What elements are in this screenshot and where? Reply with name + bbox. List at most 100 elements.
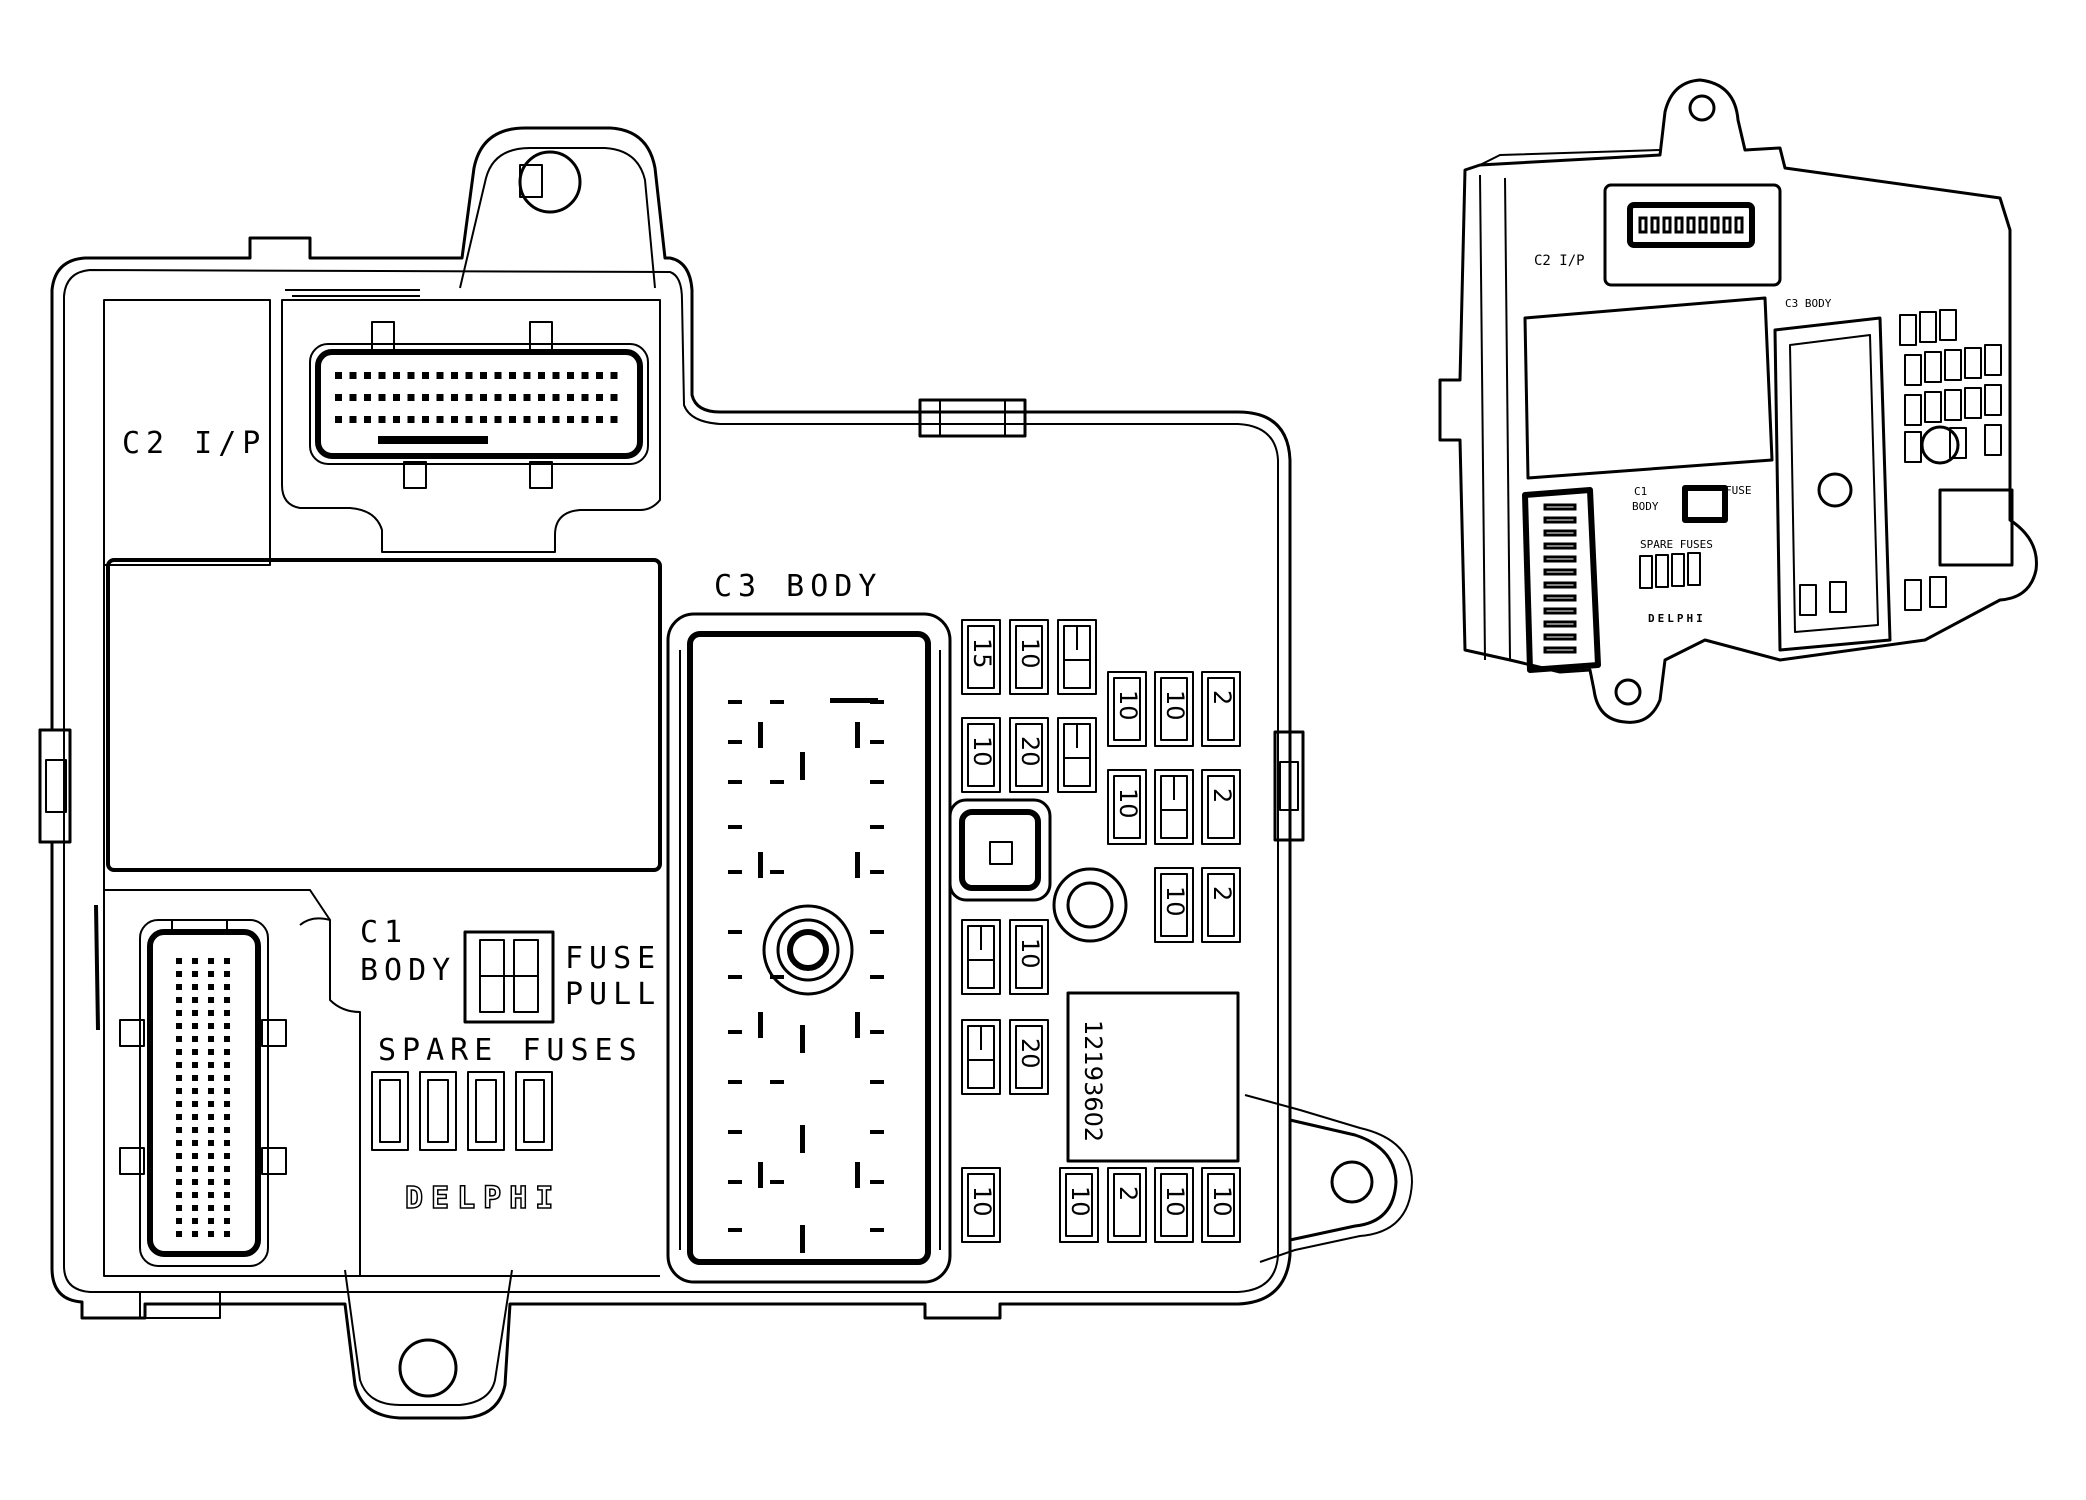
fuse: 10 [1059, 1167, 1099, 1243]
iso-c2-pin [1674, 216, 1684, 234]
c3-blade [800, 1125, 805, 1153]
c1-pin [224, 1205, 230, 1211]
c2-label: C2 I/P [122, 426, 266, 461]
iso-mounting-hole-top [1688, 94, 1716, 122]
c3-terminal [770, 870, 784, 874]
c1-pin [224, 1140, 230, 1146]
c3-terminal [870, 1080, 884, 1084]
c3-blade [800, 1225, 805, 1253]
c1-pin [224, 1049, 230, 1055]
iso-fuse [1904, 431, 1922, 463]
c1-pin [192, 1140, 198, 1146]
iso-spare-fuses [1639, 552, 1701, 589]
c1-pin [192, 1114, 198, 1120]
iso-c1-pin [1543, 620, 1577, 628]
c1-pin [208, 958, 214, 964]
fuse: 2 [1201, 671, 1241, 747]
c2-pin [610, 416, 618, 423]
c2-pin [364, 394, 371, 401]
iso-c2-pin [1710, 216, 1720, 234]
fuse-rating: 20 [1016, 1038, 1044, 1069]
c3-terminal [728, 930, 742, 934]
c1-pin [176, 1101, 182, 1107]
fuse: 10 [961, 1167, 1001, 1243]
c3-terminal [728, 870, 742, 874]
c2-pin [364, 416, 371, 423]
c3-blade [800, 752, 805, 780]
c2-pin [552, 394, 560, 401]
fuse-pull-line1: FUSE [565, 941, 661, 976]
iso-c1-connector [1522, 487, 1601, 673]
c3-blade [800, 1025, 805, 1053]
c2-pin [436, 416, 444, 423]
c1-pin [224, 1192, 230, 1198]
iso-fuse [1919, 311, 1937, 343]
c2-pin [480, 394, 487, 401]
c2-pin [378, 372, 386, 379]
iso-fuse [1899, 314, 1917, 346]
c1-pin [224, 1075, 230, 1081]
iso-fuse [1984, 424, 2002, 456]
c2-pin [378, 416, 386, 423]
relay-icon [948, 798, 1052, 902]
c2-latch [378, 436, 488, 444]
c2-pin [349, 416, 357, 423]
fuse: 10 [1201, 1167, 1241, 1243]
spare-fuse-slots [371, 1071, 553, 1151]
c1-pin [208, 1179, 214, 1185]
iso-fuse [1939, 309, 1957, 341]
c2-pin [349, 372, 357, 379]
c3-terminal [870, 1030, 884, 1034]
c1-pin [176, 971, 182, 977]
c1-pin [208, 1114, 214, 1120]
c2-pin [349, 394, 357, 401]
fuse-rating: 10 [1114, 690, 1142, 721]
c1-pin [192, 997, 198, 1003]
c1-pin [224, 1127, 230, 1133]
c3-blade [758, 722, 763, 748]
c2-pin [581, 416, 589, 423]
c3-terminal [870, 1180, 884, 1184]
c2-pin [422, 372, 429, 379]
connector-c1-icon [94, 904, 287, 1267]
iso-c1-label-line1: C1 [1634, 485, 1647, 498]
c2-pin [480, 372, 487, 379]
iso-c2-label: C2 I/P [1534, 253, 1585, 269]
c1-pin [176, 1179, 182, 1185]
fuse: 10 [1009, 619, 1049, 695]
fuse-rating: 15 [968, 638, 996, 669]
c2-pin [596, 372, 603, 379]
c1-pin [208, 1088, 214, 1094]
c1-pin [224, 984, 230, 990]
c1-pin [176, 958, 182, 964]
c1-pin [224, 1166, 230, 1172]
c1-pin [192, 1179, 198, 1185]
fuse: 2 [1201, 867, 1241, 943]
module-box [1066, 991, 1240, 1163]
iso-c1-pin [1543, 555, 1577, 563]
c2-pin-grid [335, 372, 618, 444]
c1-pin [208, 1218, 214, 1224]
iso-fuse [1829, 581, 1847, 613]
right-clip [1273, 730, 1305, 842]
c1-pin [176, 1114, 182, 1120]
c1-pin [208, 1205, 214, 1211]
c1-pin [176, 1036, 182, 1042]
fuse [1057, 717, 1097, 793]
c3-blade [855, 722, 860, 748]
c2-pin [581, 372, 589, 379]
connector-c2-icon [309, 321, 649, 489]
c2-pin [407, 394, 415, 401]
c1-pin [192, 1231, 198, 1237]
c3-blade [758, 852, 763, 878]
c1-pin [208, 1140, 214, 1146]
c1-pin [176, 1049, 182, 1055]
c2-pin [407, 416, 415, 423]
c2-pin [393, 394, 400, 401]
c1-pin [176, 1075, 182, 1081]
c1-pin [176, 1166, 182, 1172]
c1-pin [208, 1010, 214, 1016]
c1-pin [224, 958, 230, 964]
c2-pin [451, 372, 458, 379]
fuse: 2 [1107, 1167, 1147, 1243]
